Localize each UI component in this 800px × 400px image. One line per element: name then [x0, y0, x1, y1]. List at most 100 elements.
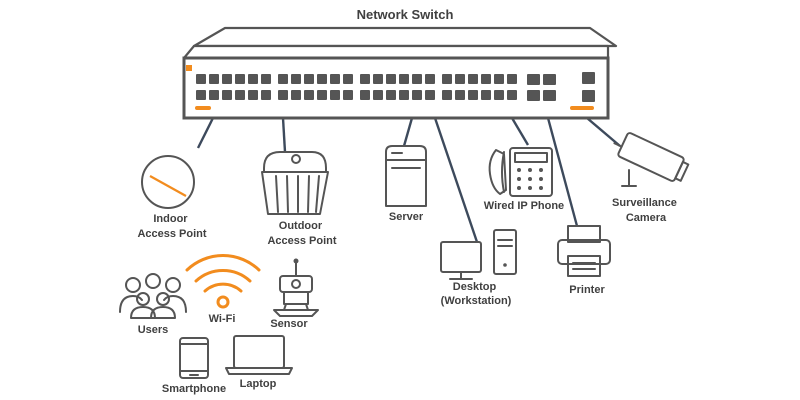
indoor-access-point-label: Indoor Access Point	[137, 213, 206, 240]
indoor-access-point-icon	[141, 155, 195, 209]
switch-port	[442, 74, 452, 84]
phone-key	[528, 177, 532, 181]
users-icon	[119, 273, 187, 319]
server-label: Server	[389, 211, 424, 223]
camera-icon	[613, 132, 690, 187]
switch-port	[330, 90, 340, 100]
switch-uplink-port	[527, 74, 540, 85]
switch-uplink-port	[527, 90, 540, 101]
switch-front-panel	[182, 56, 610, 120]
indoor-ap-line2: Access Point	[137, 228, 206, 240]
printer-label: Printer	[569, 284, 605, 296]
switch-port	[196, 74, 206, 84]
sensor-icon	[273, 258, 319, 317]
ip-phone-icon	[488, 147, 553, 197]
switch-port	[481, 74, 491, 84]
camera-label: Surveillance Camera	[612, 197, 680, 224]
switch-port	[209, 90, 219, 100]
phone-key	[528, 186, 532, 190]
switch-port	[261, 74, 271, 84]
switch-status-led-left	[195, 106, 211, 110]
camera-line2: Camera	[626, 212, 667, 224]
wire-server	[402, 117, 414, 147]
wifi-label: Wi-Fi	[209, 313, 236, 325]
camera-line1: Surveillance	[612, 197, 677, 209]
switch-port	[248, 74, 258, 84]
switch-sfp-port	[582, 90, 595, 102]
phone-key	[517, 177, 521, 181]
laptop-label: Laptop	[240, 378, 277, 390]
sensor-label: Sensor	[270, 318, 308, 330]
switch-port	[425, 74, 435, 84]
wire-outdoor-ap	[281, 117, 287, 153]
switch-port	[222, 74, 232, 84]
switch-port	[412, 74, 422, 84]
desktop-line2: (Workstation)	[441, 295, 512, 307]
switch-port	[373, 90, 383, 100]
switch-port	[317, 90, 327, 100]
switch-port	[507, 90, 517, 100]
switch-port	[196, 90, 206, 100]
switch-port	[209, 74, 219, 84]
users-label: Users	[138, 324, 169, 336]
switch-port	[278, 90, 288, 100]
desktop-line1: Desktop	[453, 281, 497, 293]
printer-icon	[557, 225, 611, 277]
outdoor-access-point-label: Outdoor Access Point	[267, 220, 336, 247]
switch-port	[399, 74, 409, 84]
ip-phone-label: Wired IP Phone	[484, 200, 564, 212]
switch-port	[360, 90, 370, 100]
switch-port	[442, 90, 452, 100]
switch-port	[386, 90, 396, 100]
wire-indoor-ap	[196, 117, 215, 149]
switch-port	[455, 74, 465, 84]
switch-port	[494, 90, 504, 100]
phone-key	[517, 186, 521, 190]
connection-lines	[196, 117, 621, 243]
network-switch	[182, 26, 618, 120]
diagram-title: Network Switch	[357, 7, 454, 22]
switch-port	[494, 74, 504, 84]
switch-port	[235, 74, 245, 84]
switch-port	[343, 90, 353, 100]
wire-desktop	[433, 117, 479, 243]
switch-port	[412, 90, 422, 100]
smartphone-label: Smartphone	[162, 383, 226, 395]
switch-status-led-right	[570, 106, 594, 110]
switch-port	[343, 74, 353, 84]
switch-port	[481, 90, 491, 100]
switch-port	[222, 90, 232, 100]
desktop-icon	[440, 229, 517, 280]
outdoor-ap-line1: Outdoor	[279, 220, 323, 232]
phone-key	[539, 186, 543, 190]
switch-port	[291, 90, 301, 100]
switch-port	[304, 74, 314, 84]
desktop-label: Desktop (Workstation)	[441, 281, 512, 307]
switch-port	[360, 74, 370, 84]
switch-port	[425, 90, 435, 100]
switch-port	[468, 90, 478, 100]
switch-port	[468, 74, 478, 84]
laptop-icon	[225, 335, 293, 375]
outdoor-access-point-icon	[261, 151, 329, 215]
switch-uplink-port	[543, 74, 556, 85]
switch-port	[386, 74, 396, 84]
phone-keypad	[517, 168, 543, 190]
switch-uplink-port	[543, 90, 556, 101]
switch-port	[317, 74, 327, 84]
switch-port	[278, 74, 288, 84]
switch-ports	[196, 72, 595, 102]
switch-port	[455, 90, 465, 100]
wire-printer	[546, 117, 579, 227]
phone-key	[517, 168, 521, 172]
phone-key	[539, 177, 543, 181]
switch-port	[291, 74, 301, 84]
switch-sfp-port	[582, 72, 595, 84]
switch-port	[304, 90, 314, 100]
wire-ip-phone	[510, 117, 530, 146]
phone-key	[528, 168, 532, 172]
outdoor-ap-line2: Access Point	[267, 235, 336, 247]
phone-key	[539, 168, 543, 172]
server-icon	[385, 145, 427, 207]
